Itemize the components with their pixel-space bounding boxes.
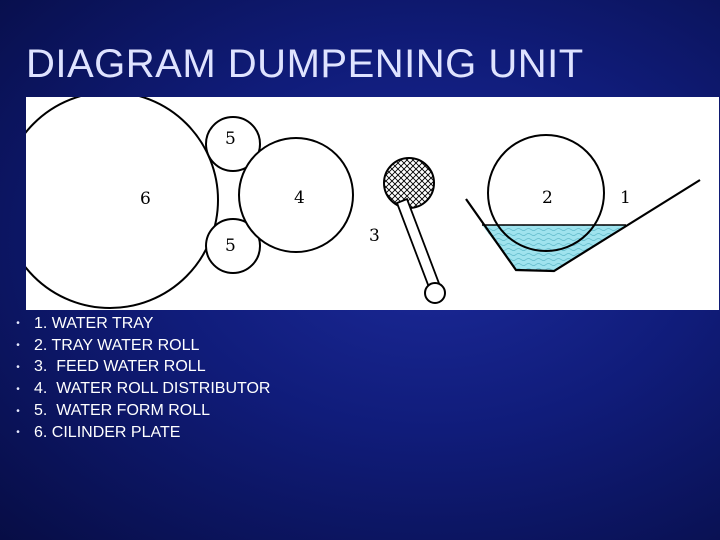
slide-title: DIAGRAM DUMPENING UNIT — [26, 42, 584, 86]
legend-item: • 1. WATER TRAY — [0, 313, 270, 335]
legend-item: • 4. WATER ROLL DISTRIBUTOR — [0, 378, 270, 400]
legend-list: • 1. WATER TRAY • 2. TRAY WATER ROLL • 3… — [0, 313, 270, 444]
label-cylinder-plate: 6 — [140, 189, 151, 209]
bullet-icon: • — [16, 340, 20, 352]
legend-item-text: 6. CILINDER PLATE — [34, 423, 181, 441]
water-form-roll-top — [205, 116, 261, 172]
water-tray-water — [482, 225, 626, 271]
water-tray — [465, 179, 701, 273]
label-tray-roll: 2 — [542, 188, 553, 208]
water-form-roll-bottom — [205, 218, 261, 274]
legend-item-text: 4. WATER ROLL DISTRIBUTOR — [34, 380, 271, 398]
dampening-unit-diagram: 6 5 5 4 3 2 1 — [26, 97, 719, 310]
legend-item-text: 2. TRAY WATER ROLL — [34, 336, 200, 354]
bullet-icon: • — [16, 318, 20, 330]
legend-item-text: 3. FEED WATER ROLL — [34, 358, 206, 376]
legend-item-text: 5. WATER FORM ROLL — [34, 402, 211, 420]
legend-item: • 5. WATER FORM ROLL — [0, 400, 270, 422]
bullet-icon: • — [16, 405, 20, 417]
bullet-icon: • — [16, 383, 20, 395]
legend-item: • 3. FEED WATER ROLL — [0, 357, 270, 379]
cylinder-plate — [26, 97, 219, 309]
label-feed-roll: 3 — [369, 226, 380, 246]
legend-item: • 6. CILINDER PLATE — [0, 422, 270, 444]
legend-item: • 2. TRAY WATER ROLL — [0, 335, 270, 357]
label-form-roll-top: 5 — [225, 129, 236, 149]
label-distributor-roll: 4 — [294, 188, 305, 208]
tray-water-roll — [487, 134, 605, 252]
label-form-roll-bottom: 5 — [225, 236, 236, 256]
feed-water-roll — [383, 157, 446, 304]
legend-item-text: 1. WATER TRAY — [34, 314, 154, 332]
water-roll-distributor — [238, 137, 354, 253]
water-tray-assembly — [465, 134, 701, 273]
bullet-icon: • — [16, 427, 20, 439]
bullet-icon: • — [16, 361, 20, 373]
label-water-tray: 1 — [620, 188, 631, 208]
